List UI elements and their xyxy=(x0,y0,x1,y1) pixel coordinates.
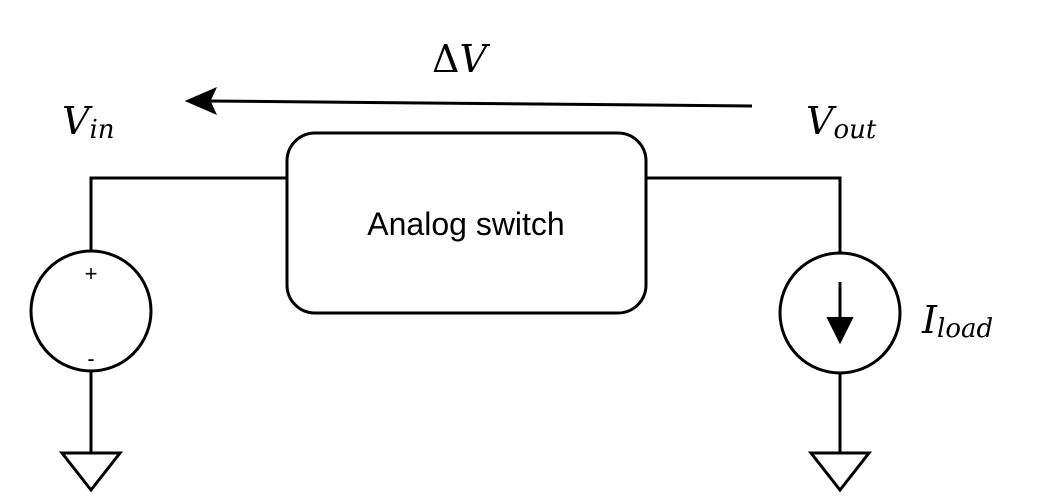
current-source-icon xyxy=(778,251,902,375)
ground-icon xyxy=(807,451,873,493)
voltage-source-icon: + - xyxy=(29,249,153,373)
analog-switch-label: Analog switch xyxy=(367,206,564,242)
ground-icon xyxy=(58,451,124,493)
v-out-label: Vout xyxy=(806,99,877,145)
delta-v-label: ΔV xyxy=(432,37,490,81)
wire-left xyxy=(89,176,287,250)
arrow-left-icon xyxy=(184,87,218,115)
plus-sign: + xyxy=(85,261,98,286)
delta-v-arrow xyxy=(184,87,753,115)
analog-switch-box: Analog switch xyxy=(285,131,648,315)
i-load-label: Iload xyxy=(921,298,993,344)
minus-sign: - xyxy=(87,346,94,371)
wire-right xyxy=(646,176,842,253)
v-in-label: Vin xyxy=(62,99,115,145)
